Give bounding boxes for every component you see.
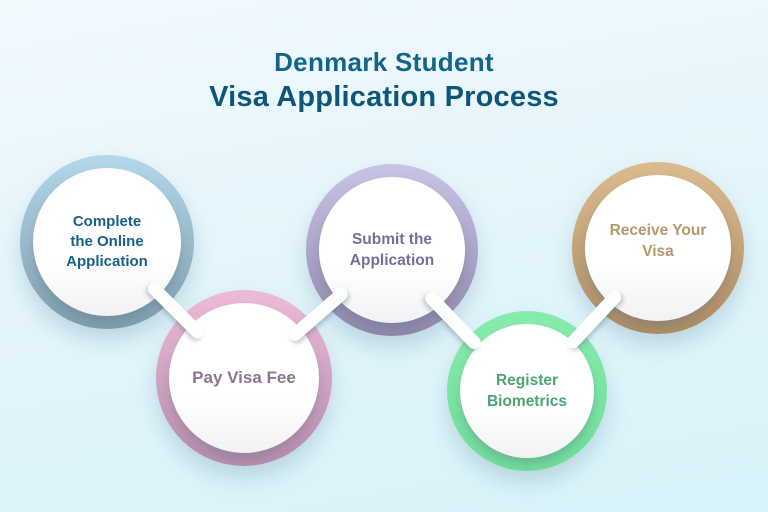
step-label-line: the Online <box>70 233 144 250</box>
step-label: Receive Your Visa <box>572 162 744 334</box>
step-circle-complete-online-application: Complete the Online Application <box>20 155 194 329</box>
step-label: Pay Visa Fee <box>156 290 332 466</box>
step-label-line: Pay Visa Fee <box>192 368 296 387</box>
step-label-line: Submit the <box>351 231 433 248</box>
step-label-line: Register <box>495 372 559 389</box>
step-label: Submit the Application <box>306 164 478 336</box>
title-line-1: Denmark Student <box>274 47 494 77</box>
step-label-line: Biometrics <box>486 393 568 410</box>
title-line-2: Visa Application Process <box>209 80 559 113</box>
step-label-line: Application <box>66 253 148 270</box>
step-label-line: Receive Your <box>609 222 707 239</box>
page-title: Denmark Student Visa Application Process <box>0 46 768 115</box>
step-label-line: Visa <box>642 243 674 260</box>
step-label: Complete the Online Application <box>20 155 194 329</box>
step-label-line: Application <box>349 252 435 269</box>
step-label-line: Complete <box>72 213 142 230</box>
step-label: Register Biometrics <box>447 311 607 471</box>
